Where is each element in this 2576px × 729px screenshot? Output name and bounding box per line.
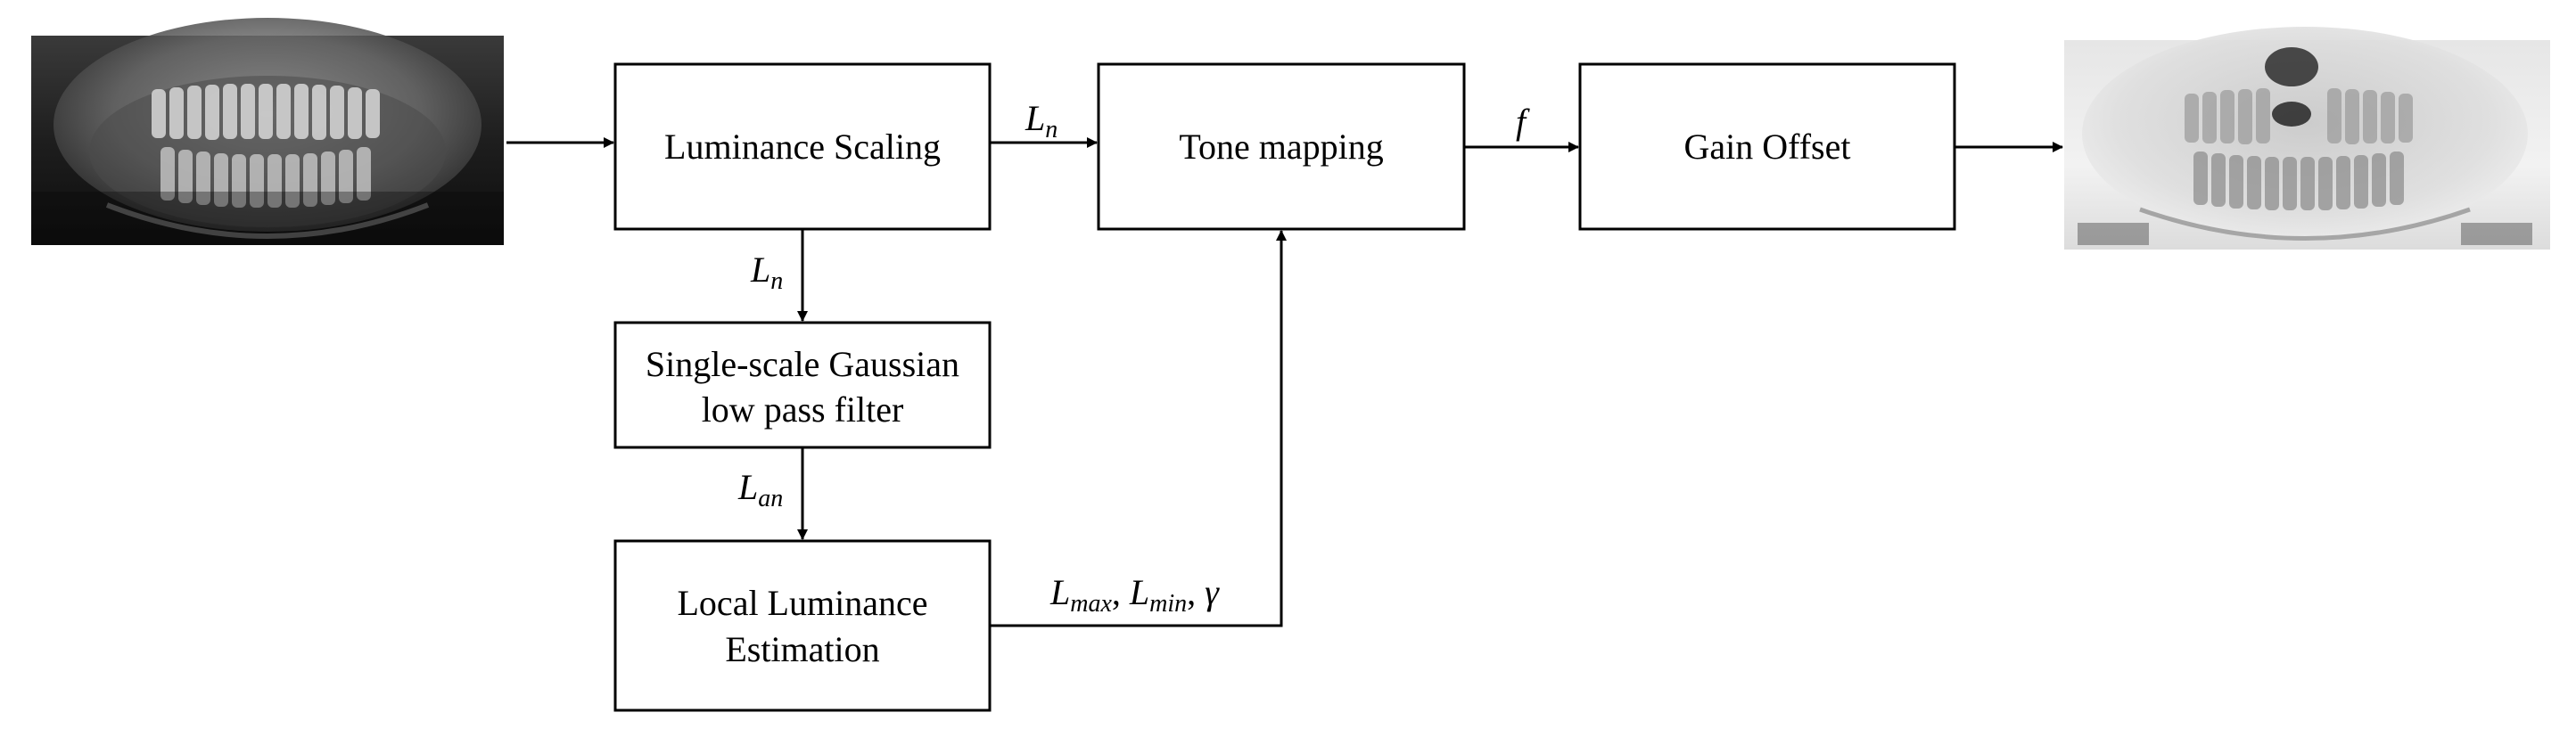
tone-mapping-node: Tone mapping (1097, 62, 1466, 231)
edge-label-ln-to-tone: Ln (1025, 98, 1058, 143)
gaussian-filter-node: Single-scale Gaussian low pass filter (613, 321, 992, 449)
gaussian-filter-label-line1: Single-scale Gaussian (646, 344, 959, 384)
dental-xray-enhanced-icon (2064, 27, 2550, 250)
gain-offset-node: Gain Offset (1578, 62, 1956, 231)
edge-label-params: Lmax, Lmin, γ (1049, 572, 1220, 618)
local-luminance-label-line1: Local Luminance (678, 583, 928, 623)
arrow-local-to-tone (990, 230, 1287, 627)
local-luminance-node: Local Luminance Estimation (613, 539, 992, 712)
tone-mapping-label: Tone mapping (1179, 127, 1383, 167)
luminance-scaling-label: Luminance Scaling (664, 127, 941, 167)
gaussian-filter-label-line2: low pass filter (702, 389, 904, 430)
dental-xray-input-icon (31, 18, 504, 245)
gain-offset-label: Gain Offset (1684, 127, 1851, 167)
edge-label-ln-to-gaussian: Ln (750, 250, 783, 295)
edge-label-lan-to-local: Lan (737, 467, 783, 512)
edge-label-f: f (1516, 102, 1530, 142)
luminance-scaling-node: Luminance Scaling (613, 62, 992, 231)
local-luminance-label-line2: Estimation (725, 629, 879, 669)
